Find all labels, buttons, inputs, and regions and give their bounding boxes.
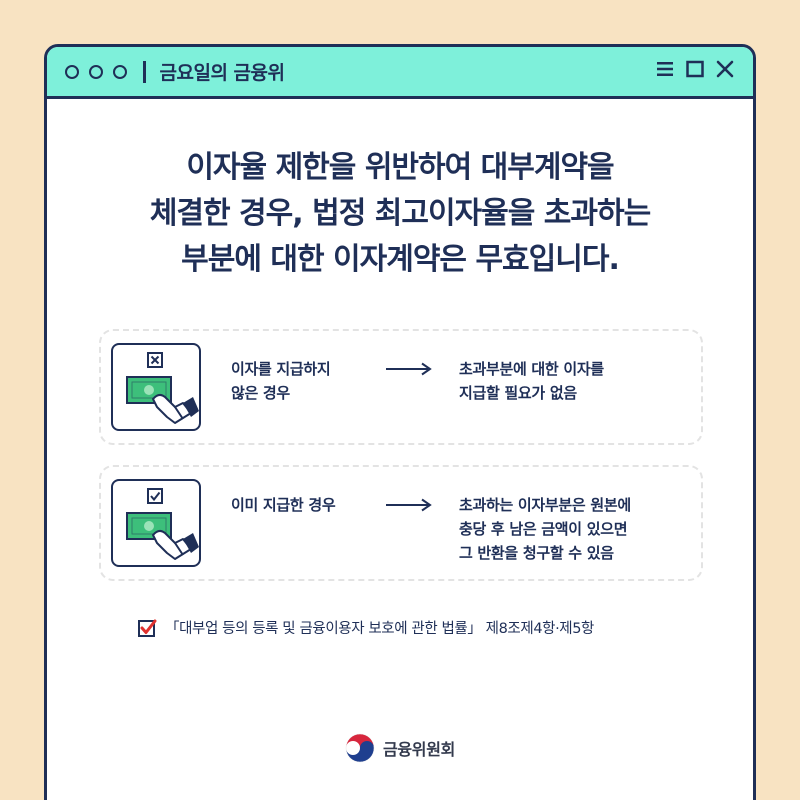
headline: 이자율 제한을 위반하여 대부계약을 체결한 경우, 법정 최고이자율을 초과하…: [47, 145, 753, 283]
x-box-money-hand-icon: [111, 343, 201, 431]
app-window: 금요일의 금융위 이자율 제한을 위반하여 대부계약을 체결한 경우, 법정 최…: [44, 44, 756, 800]
footer-logo: 금융위원회: [47, 733, 753, 763]
arrow-right-icon: [386, 362, 432, 376]
maximize-icon[interactable]: [685, 59, 705, 79]
checkbox-checked-icon: [138, 619, 157, 637]
app-title: 금요일의 금융위: [159, 62, 285, 84]
window-dot-icon[interactable]: [113, 64, 127, 79]
arrow-right-icon: [386, 498, 432, 512]
organization-name: 금융위원회: [382, 740, 456, 759]
window-dot-icon[interactable]: [65, 64, 79, 79]
window-controls: [655, 59, 735, 79]
case-card-paid: 이미 지급한 경우 초과하는 이자부분은 원본에 충당 후 남은 금액이 있으면…: [99, 465, 703, 581]
case-result: 초과하는 이자부분은 원본에 충당 후 남은 금액이 있으면 그 반환을 청구할…: [459, 496, 631, 562]
headline-line: 부분에 대한 이자계약은 무효입니다.: [181, 242, 620, 277]
law-reference: 「대부업 등의 등록 및 금융이용자 보호에 관한 법률」 제8조제4항·제5항: [137, 617, 594, 638]
check-box-money-hand-icon: [111, 479, 201, 567]
window-dot-icon[interactable]: [89, 64, 103, 79]
case-condition: 이자를 지급하지 않은 경우: [231, 360, 331, 402]
title-divider: [143, 60, 146, 83]
case-card-unpaid: 이자를 지급하지 않은 경우 초과부분에 대한 이자를 지급할 필요가 없음: [99, 329, 703, 445]
menu-icon[interactable]: [655, 59, 675, 79]
government-emblem-icon: [345, 733, 375, 763]
headline-line: 체결한 경우, 법정 최고이자율을 초과하는: [149, 196, 651, 231]
title-bar: 금요일의 금융위: [47, 47, 753, 99]
case-result: 초과부분에 대한 이자를 지급할 필요가 없음: [459, 360, 604, 402]
case-condition: 이미 지급한 경우: [231, 496, 336, 514]
headline-line: 이자율 제한을 위반하여 대부계약을: [186, 150, 614, 185]
close-icon[interactable]: [715, 59, 735, 79]
law-reference-text: 「대부업 등의 등록 및 금융이용자 보호에 관한 법률」 제8조제4항·제5항: [165, 621, 594, 637]
